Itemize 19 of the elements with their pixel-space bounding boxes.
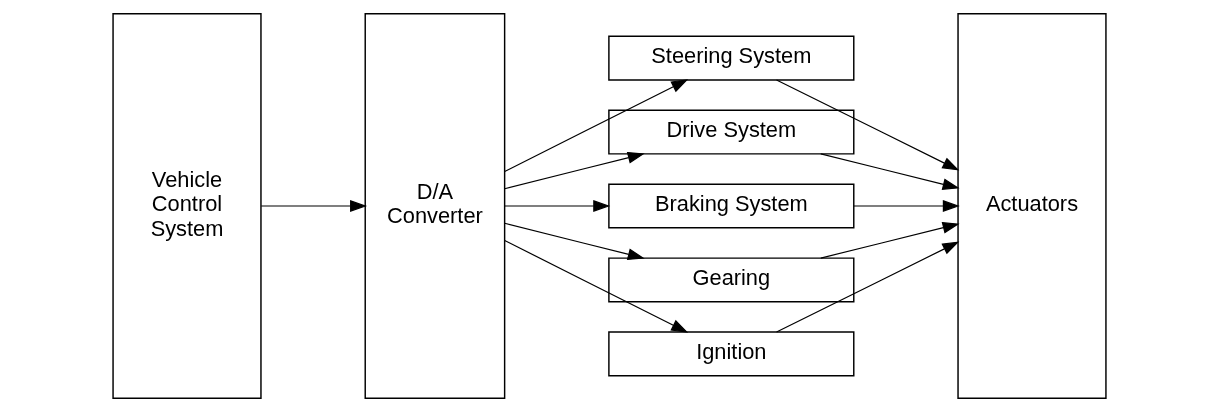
arrow [503,78,688,172]
node-box: Ignition [607,330,854,376]
arrow [260,199,367,212]
node-box: Braking System [607,182,854,229]
arrow [503,199,610,212]
arrow [852,199,960,212]
arrow [819,152,960,190]
node-box: Gearing [607,256,854,302]
arrow [775,240,959,333]
node-box: Vehicle Control System [111,12,262,399]
node-box: Steering System [607,35,854,81]
arrow [775,78,959,171]
node-box: Actuators [956,12,1107,399]
arrow [819,221,960,259]
node-box: Drive System [607,109,854,155]
arrow [503,151,645,189]
arrow [503,239,688,333]
arrow [503,222,645,260]
node-box: D/A Converter [364,12,505,399]
